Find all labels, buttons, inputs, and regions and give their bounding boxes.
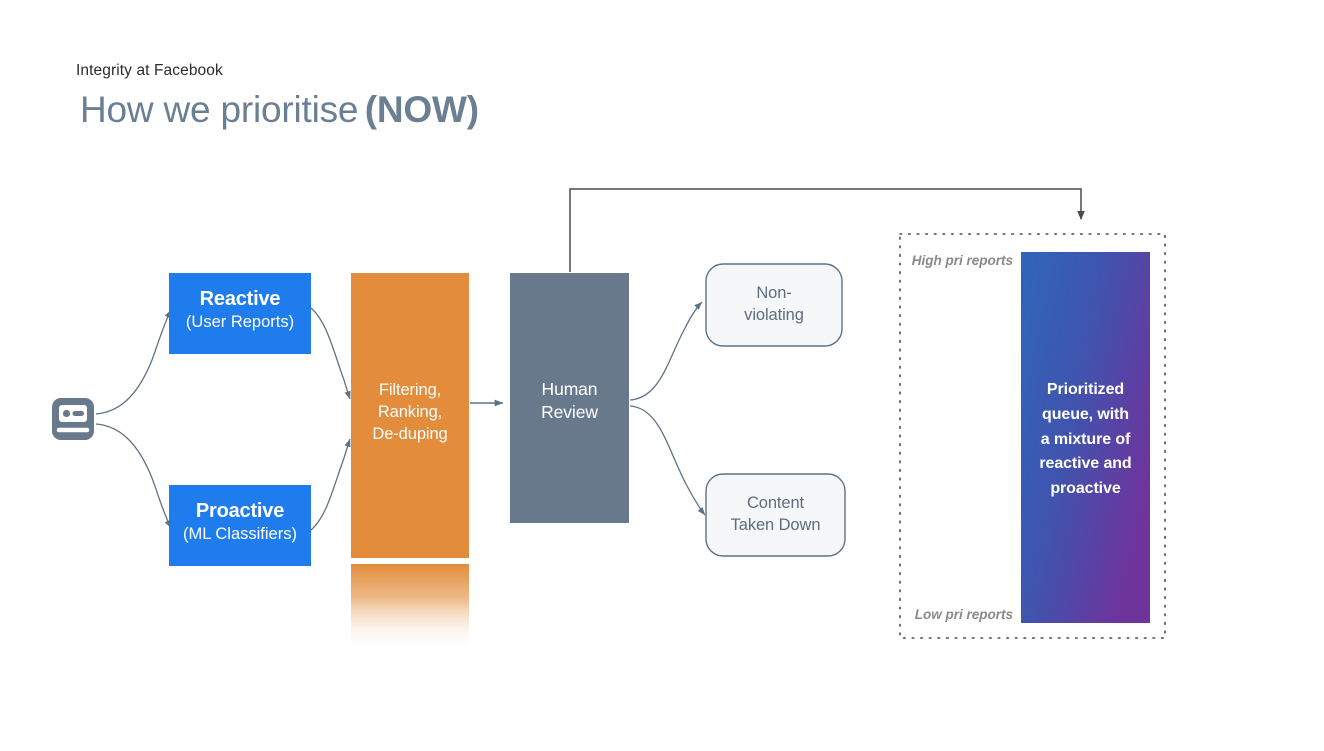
outcome-box-non-violating[interactable] — [705, 263, 843, 347]
page-title-emphasis: (NOW) — [364, 88, 479, 130]
connector-proactive-to-filter — [310, 438, 351, 531]
outcome-box-content-taken-down[interactable] — [705, 473, 846, 557]
filter-stage-stacked-copy — [351, 564, 469, 652]
source-box-proactive[interactable] — [169, 485, 311, 566]
prioritized-queue-bar[interactable] — [1021, 252, 1150, 623]
filter-stage-box[interactable] — [351, 273, 469, 558]
content-post-icon — [52, 398, 94, 440]
page-title-main: How we prioritise — [80, 88, 359, 130]
review-stage-box[interactable] — [510, 273, 629, 523]
connector-input-to-reactive — [95, 309, 172, 415]
connector-review-to-takedown — [629, 405, 706, 516]
eyebrow-text: Integrity at Facebook — [76, 62, 223, 79]
queue-panel-border — [899, 233, 1166, 639]
connector-input-to-proactive — [95, 423, 172, 529]
connector-reactive-to-filter — [310, 307, 351, 400]
connector-review-to-nonviolating — [629, 301, 703, 401]
slide-header: Integrity at Facebook How we prioritise … — [76, 62, 976, 130]
page-title: How we prioritise (NOW) — [80, 88, 976, 131]
feedback-arrow-review-to-queue — [569, 188, 1085, 272]
source-box-reactive[interactable] — [169, 273, 311, 354]
